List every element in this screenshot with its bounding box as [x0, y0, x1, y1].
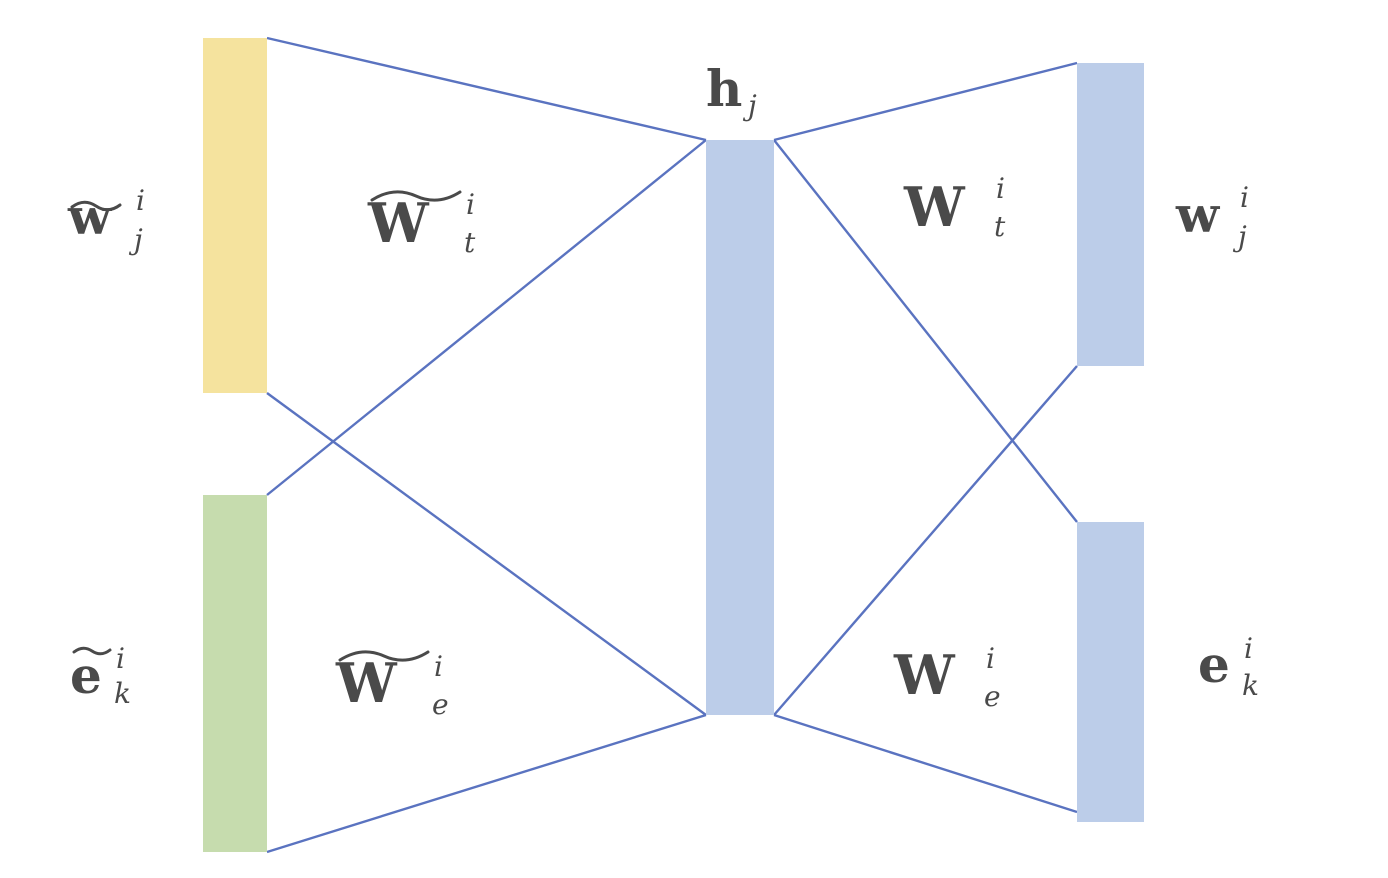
tilde-mark — [72, 646, 112, 656]
encoder-word-weight-sup: i — [466, 188, 475, 221]
hidden-layer-sub: j — [742, 89, 757, 122]
output-entity-label: e i k — [1198, 632, 1259, 702]
tilde-mark — [70, 200, 122, 212]
input-entity-bar — [203, 495, 267, 852]
encoder-word-weight-label: W i t — [367, 188, 476, 259]
line-entity-top-to-hidden-top — [266, 139, 707, 496]
decoder-entity-weight-base: W — [893, 643, 956, 707]
wide-tilde-mark — [338, 650, 430, 662]
output-entity-base: e — [1198, 635, 1230, 694]
input-entity-label: e i k — [70, 642, 131, 710]
encoder-word-weight-base: W — [367, 191, 430, 255]
decoder-word-weight-label: W i t — [903, 172, 1006, 243]
output-word-base: w — [1175, 185, 1221, 244]
decoder-word-weight-base: W — [903, 175, 966, 239]
input-word-sup: i — [136, 184, 145, 217]
encoder-word-weight-sub: t — [464, 226, 476, 259]
output-entity-sup: i — [1244, 632, 1253, 665]
line-hidden-top-to-outword-top — [773, 61, 1078, 142]
decoder-entity-weight-sup: i — [986, 642, 995, 675]
decoder-word-weight-sup: i — [996, 172, 1005, 205]
encoder-entity-weight-base: W — [335, 651, 398, 715]
wide-tilde-mark — [370, 190, 462, 202]
line-word-bottom-to-hidden-bottom — [266, 392, 707, 716]
line-hidden-top-to-outentity-top — [773, 139, 1078, 523]
line-hidden-bottom-to-outword-bottom — [773, 365, 1078, 716]
connector-lines — [266, 36, 1078, 854]
line-word-top-to-hidden-top — [266, 36, 707, 142]
input-word-sub: j — [128, 223, 143, 256]
input-word-label: w i j — [67, 184, 145, 256]
encoder-entity-weight-sup: i — [434, 650, 443, 683]
hidden-layer-label: h j — [706, 59, 757, 122]
hidden-layer-base: h — [706, 59, 742, 118]
output-entity-bar — [1077, 522, 1144, 822]
encoder-entity-weight-label: W i e — [335, 650, 449, 721]
input-entity-base: e — [70, 646, 102, 705]
decoder-entity-weight-label: W i e — [893, 642, 1001, 713]
output-word-label: w i j — [1175, 181, 1249, 253]
output-word-sub: j — [1232, 220, 1247, 253]
input-word-bar — [203, 38, 267, 393]
output-word-sup: i — [1240, 181, 1249, 214]
line-entity-bottom-to-hidden-bottom — [266, 713, 707, 854]
hidden-layer-bar — [706, 140, 774, 715]
output-word-bar — [1077, 63, 1144, 366]
encoder-entity-weight-sub: e — [432, 688, 449, 721]
output-entity-sub: k — [1242, 669, 1259, 702]
input-entity-sup: i — [116, 642, 125, 675]
decoder-word-weight-sub: t — [994, 210, 1006, 243]
line-hidden-bottom-to-outentity-bottom — [773, 713, 1078, 814]
decoder-entity-weight-sub: e — [984, 680, 1001, 713]
input-entity-sub: k — [114, 677, 131, 710]
input-word-base: w — [67, 187, 113, 246]
